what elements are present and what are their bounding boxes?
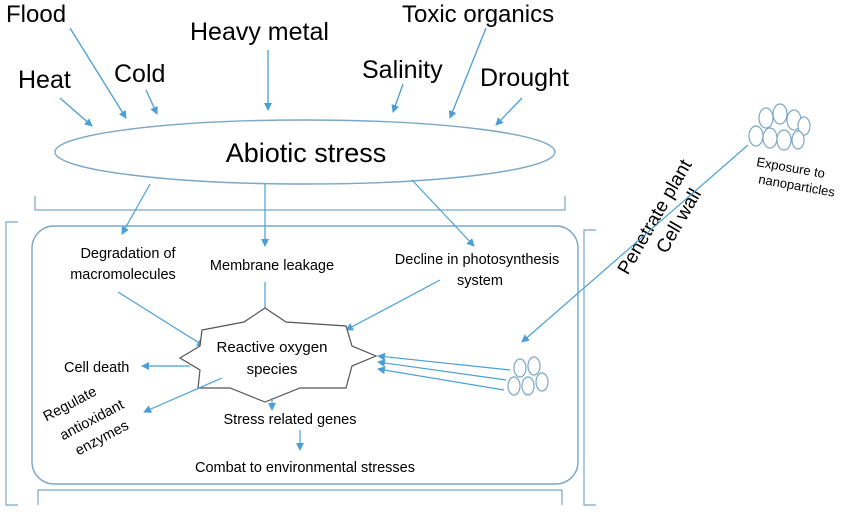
stressor-cold: Cold — [114, 60, 165, 88]
stressor-drought: Drought — [480, 64, 569, 92]
arrow-cold — [145, 89, 158, 115]
arrow-salinity — [391, 83, 404, 113]
arrow-toxic-organics — [448, 27, 487, 119]
arrow-drought — [495, 97, 523, 126]
nanoparticle — [507, 376, 521, 396]
arrow-heat — [59, 97, 93, 127]
stressor-heavy-metal: Heavy metal — [190, 18, 329, 46]
arrow-degradation-to-ros — [117, 291, 205, 347]
combat-label: Combat to environmental stresses — [195, 460, 415, 476]
photosynthesis-label-1: Decline in photosynthesis — [395, 252, 559, 268]
arrow-np-ros-3 — [377, 366, 505, 391]
photosynthesis-label-2: system — [457, 273, 503, 289]
nanoparticle — [758, 107, 774, 129]
ros-label-2: species — [247, 361, 298, 378]
nanoparticle — [513, 358, 527, 378]
stressor-heat: Heat — [18, 66, 71, 94]
arrow-flood — [69, 27, 127, 119]
effect-arrows — [121, 179, 475, 247]
cell-death-label: Cell death — [64, 360, 129, 376]
membrane-leakage-label: Membrane leakage — [210, 258, 334, 274]
upper-cell-wall — [34, 196, 566, 211]
stress-genes-label: Stress related genes — [224, 412, 357, 428]
stressor-flood: Flood — [6, 1, 66, 28]
nanoparticle — [776, 129, 792, 151]
stressor-toxic-organics: Toxic organics — [402, 1, 554, 28]
arrow-np-ros-1 — [377, 352, 511, 371]
nanoparticle — [535, 372, 549, 392]
nanoparticle — [527, 356, 541, 376]
arrow-to-antioxidant — [143, 377, 223, 413]
arrow-to-degradation — [121, 183, 151, 235]
arrow-penetration — [521, 144, 749, 343]
nanoparticle — [521, 376, 535, 396]
nanoparticle-ros-arrows — [377, 352, 511, 391]
arrow-photosynthesis-to-ros — [345, 279, 441, 331]
right-cell-wall — [583, 229, 596, 506]
ros-star — [178, 307, 378, 403]
degradation-label-2: macromolecules — [70, 267, 176, 283]
outcome-arrows — [141, 362, 304, 451]
ros-label-1: Reactive oxygen — [217, 339, 328, 356]
arrow-to-photosynthesis — [411, 179, 475, 247]
plant-cell — [31, 225, 579, 485]
nanoparticle — [762, 127, 778, 149]
degradation-label-1: Degradation of — [80, 246, 176, 262]
lower-cell-wall — [37, 489, 563, 505]
stressor-arrows — [59, 27, 523, 127]
abiotic-stress-ellipse — [54, 119, 556, 185]
nanoparticle — [748, 125, 764, 147]
nanoparticle — [797, 116, 811, 136]
abiotic-stress-label: Abiotic stress — [226, 138, 387, 168]
nanoparticle — [791, 130, 805, 150]
left-cell-wall — [5, 221, 18, 506]
nanoparticle — [772, 103, 788, 125]
arrow-np-ros-2 — [377, 359, 507, 381]
nanoparticle-cluster-inside — [507, 356, 549, 396]
nanoparticle-cluster-outside — [748, 103, 811, 151]
stressor-salinity: Salinity — [362, 56, 443, 84]
